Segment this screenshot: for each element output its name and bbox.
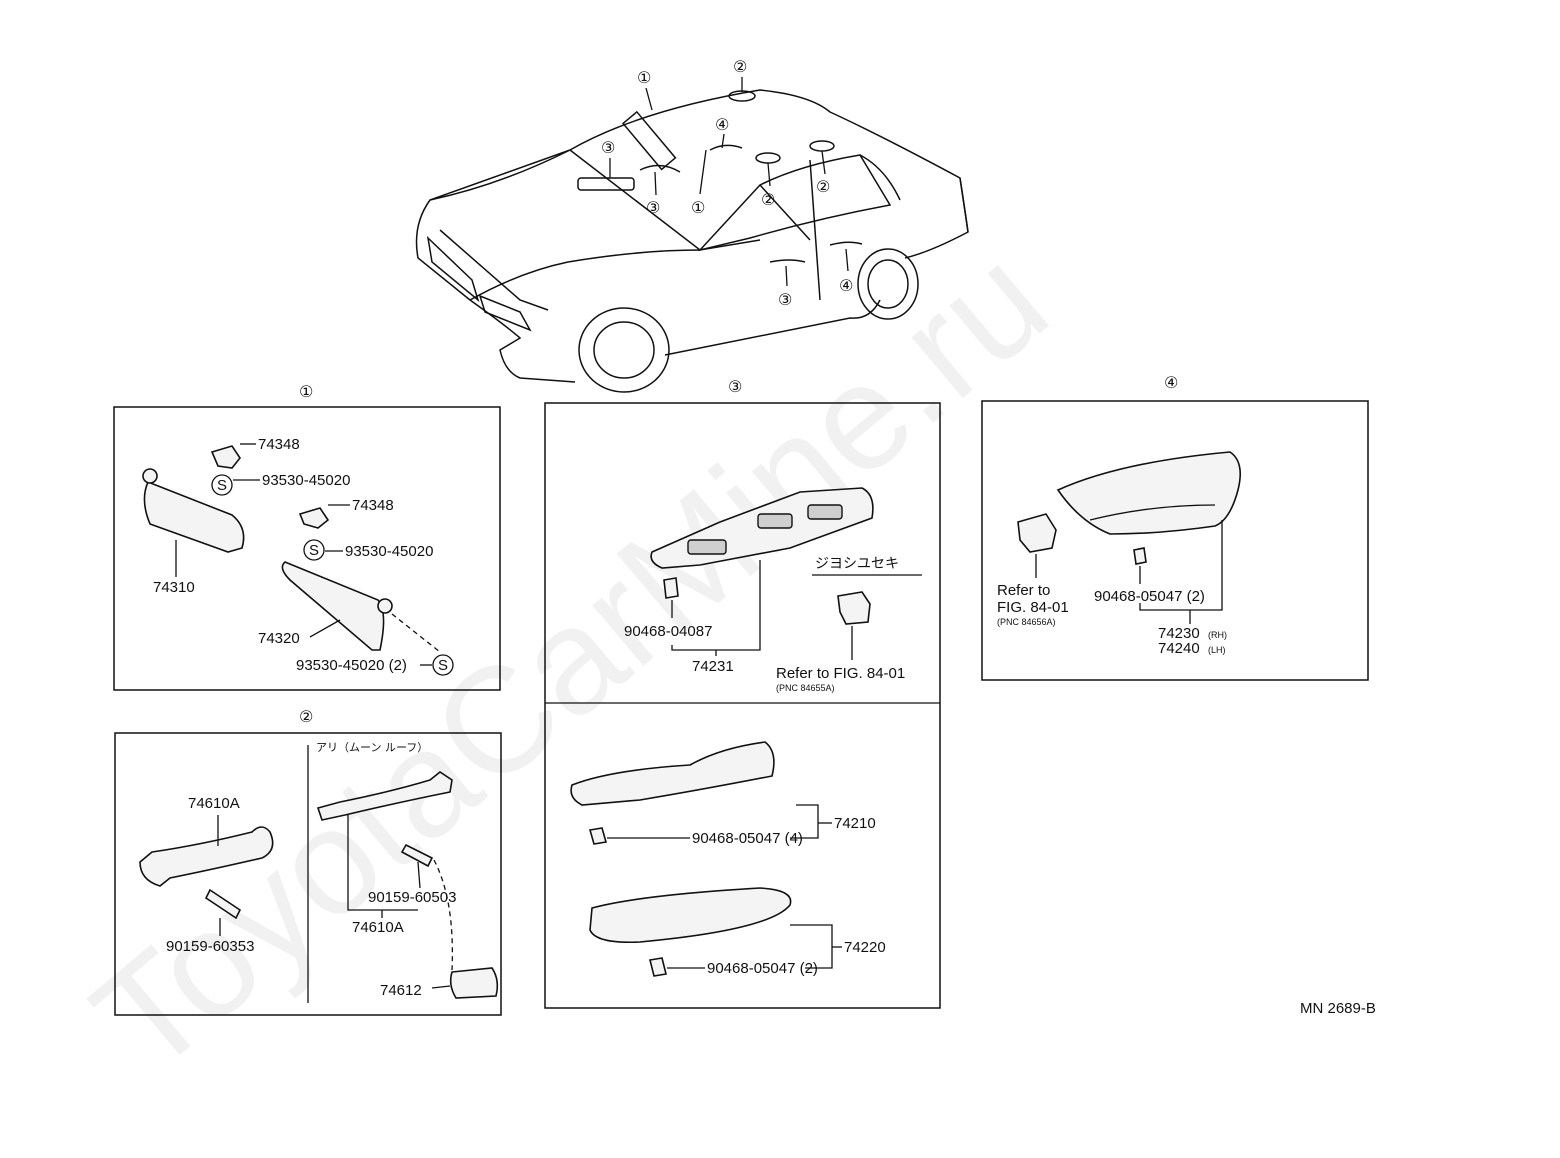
panel-2-assist-grip: ② 74610A 90159-60353 アリ（ムーン ルーフ） 90159-6… <box>114 707 502 1016</box>
label-74231: 74231 <box>692 658 734 675</box>
panel-4-frame <box>981 400 1369 681</box>
car-marker-2a: ② <box>733 57 747 76</box>
panel-1-marker: ① <box>299 382 313 401</box>
car-marker-3b: ③ <box>646 198 660 217</box>
panel-4-rear-armrest: ④ Refer to FIG. 84-01 (PNC 84656A) 90468… <box>981 373 1369 681</box>
panel-1-frame <box>113 406 501 691</box>
label-93530-45020-b: 93530-45020 <box>345 543 433 560</box>
car-overview: ① ② ③ ④ ③ ① ② ② ③ ④ <box>415 57 969 393</box>
label-74320: 74320 <box>258 630 300 647</box>
panel-4-marker: ④ <box>1164 373 1178 392</box>
label-93530-45020-c: 93530-45020 (2) <box>296 657 407 674</box>
label-90468-04087: 90468-04087 <box>624 623 712 640</box>
car-marker-3a: ③ <box>601 138 615 157</box>
label-74230: 74230 <box>1158 625 1200 642</box>
label-rh: (RH) <box>1208 630 1227 640</box>
watermark: ToyotaCarMine.ru <box>63 215 1078 1105</box>
label-90468-05047-2-rear: 90468-05047 (2) <box>1094 588 1205 605</box>
car-marker-4a: ④ <box>715 115 729 134</box>
panel-3-armrest: ③ 90468-04087 74231 ジヨシユセキ Refer to FIG.… <box>544 377 941 1009</box>
label-90468-05047-2: 90468-05047 (2) <box>707 960 818 977</box>
label-74610a-left: 74610A <box>188 795 240 812</box>
label-90159-60353: 90159-60353 <box>166 938 254 955</box>
label-93530-45020-a: 93530-45020 <box>262 472 350 489</box>
label-fig-84-01: FIG. 84-01 <box>997 599 1069 616</box>
label-lh: (LH) <box>1208 645 1226 655</box>
label-90468-05047-4: 90468-05047 (4) <box>692 830 803 847</box>
label-90159-60503: 90159-60503 <box>368 889 456 906</box>
s-marker-3: S <box>438 657 448 674</box>
label-refer-fig-84-01: Refer to FIG. 84-01 <box>776 665 905 682</box>
label-74348-a: 74348 <box>258 436 300 453</box>
panel-2-frame <box>114 732 502 1016</box>
panel-3-frame <box>544 402 941 1009</box>
label-pnc-84656a: (PNC 84656A) <box>997 617 1056 627</box>
moonroof-note: アリ（ムーン ルーフ） <box>316 741 428 754</box>
label-refer-to: Refer to <box>997 582 1050 599</box>
panel-3-marker: ③ <box>728 377 742 396</box>
car-marker-2b: ② <box>761 190 775 209</box>
label-pnc-84655a: (PNC 84655A) <box>776 683 835 693</box>
s-marker-2: S <box>309 542 319 559</box>
panel-1-sun-visor: ① S S S 74348 93530-45020 74348 93530-45… <box>113 382 501 691</box>
car-marker-2c: ② <box>816 177 830 196</box>
car-marker-3c: ③ <box>778 290 792 309</box>
drawing-code: MN 2689-B <box>1300 1000 1376 1017</box>
label-74610a-right: 74610A <box>352 919 404 936</box>
car-marker-1b: ① <box>691 198 705 217</box>
label-74210: 74210 <box>834 815 876 832</box>
label-74612: 74612 <box>380 982 422 999</box>
watermark-text: ToyotaCarMine.ru <box>63 215 1078 1105</box>
passenger-side-note: ジヨシユセキ <box>815 556 899 572</box>
label-74348-b: 74348 <box>352 497 394 514</box>
label-74310: 74310 <box>153 579 195 596</box>
s-marker-1: S <box>217 477 227 494</box>
car-marker-1a: ① <box>637 68 651 87</box>
label-74220: 74220 <box>844 939 886 956</box>
car-marker-4b: ④ <box>839 276 853 295</box>
panel-2-marker: ② <box>299 707 313 726</box>
label-74240: 74240 <box>1158 640 1200 657</box>
